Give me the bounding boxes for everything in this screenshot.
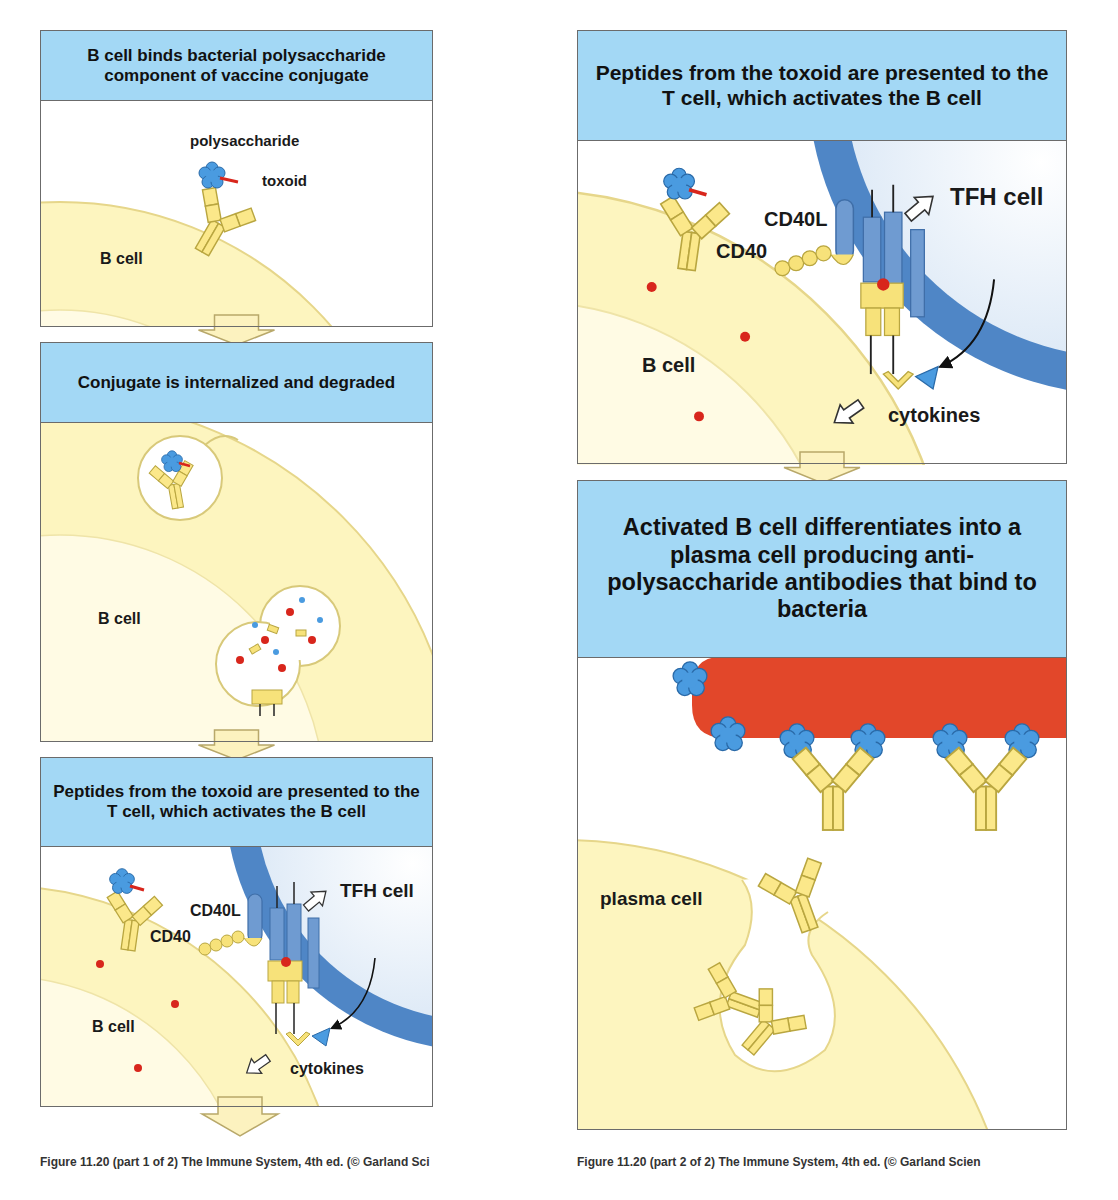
part-label: B cell — [642, 354, 695, 377]
part-label: B cell — [98, 610, 141, 628]
part-label: plasma cell — [600, 888, 702, 910]
flow-arrow — [199, 730, 275, 760]
flow-arrow-shape — [199, 315, 275, 345]
panel-header: Peptides from the toxoid are presented t… — [41, 758, 432, 847]
flow-arrow-shape — [199, 730, 275, 760]
part-label: TFH cell — [340, 880, 414, 902]
part-label: B cell — [100, 250, 143, 268]
figure-caption: Figure 11.20 (part 2 of 2) The Immune Sy… — [577, 1156, 981, 1170]
part-label: cytokines — [290, 1060, 364, 1078]
part-label: cytokines — [888, 404, 980, 427]
step-panel: Peptides from the toxoid are presented t… — [577, 30, 1067, 464]
panel-header: Conjugate is internalized and degraded — [41, 343, 432, 423]
part-label: CD40L — [764, 208, 827, 231]
panel-header: Peptides from the toxoid are presented t… — [578, 31, 1066, 141]
panel-header: Activated B cell differentiates into a p… — [578, 481, 1066, 658]
part-label: CD40L — [190, 902, 241, 920]
part-label: CD40 — [716, 240, 767, 263]
flow-arrow-shape — [784, 452, 860, 483]
flow-arrow — [199, 315, 275, 345]
part-label: toxoid — [262, 172, 307, 189]
panel-heading: B cell binds bacterial polysaccharide co… — [51, 46, 422, 86]
step-panel: B cell binds bacterial polysaccharide co… — [40, 30, 433, 327]
step-panel: Conjugate is internalized and degraded — [40, 342, 433, 742]
panel-header: B cell binds bacterial polysaccharide co… — [41, 31, 432, 101]
figure-caption: Figure 11.20 (part 1 of 2) The Immune Sy… — [40, 1156, 430, 1170]
step-panel: Activated B cell differentiates into a p… — [577, 480, 1067, 1130]
part-label: CD40 — [150, 928, 191, 946]
panel-heading: Activated B cell differentiates into a p… — [588, 514, 1056, 624]
part-label: polysaccharide — [190, 132, 299, 149]
panel-heading: Peptides from the toxoid are presented t… — [588, 61, 1056, 110]
panel-heading: Conjugate is internalized and degraded — [78, 373, 395, 393]
step-panel: Peptides from the toxoid are presented t… — [40, 757, 433, 1107]
part-label: TFH cell — [950, 183, 1043, 211]
part-label: B cell — [92, 1018, 135, 1036]
flow-arrow — [784, 452, 860, 483]
panel-heading: Peptides from the toxoid are presented t… — [51, 782, 422, 822]
